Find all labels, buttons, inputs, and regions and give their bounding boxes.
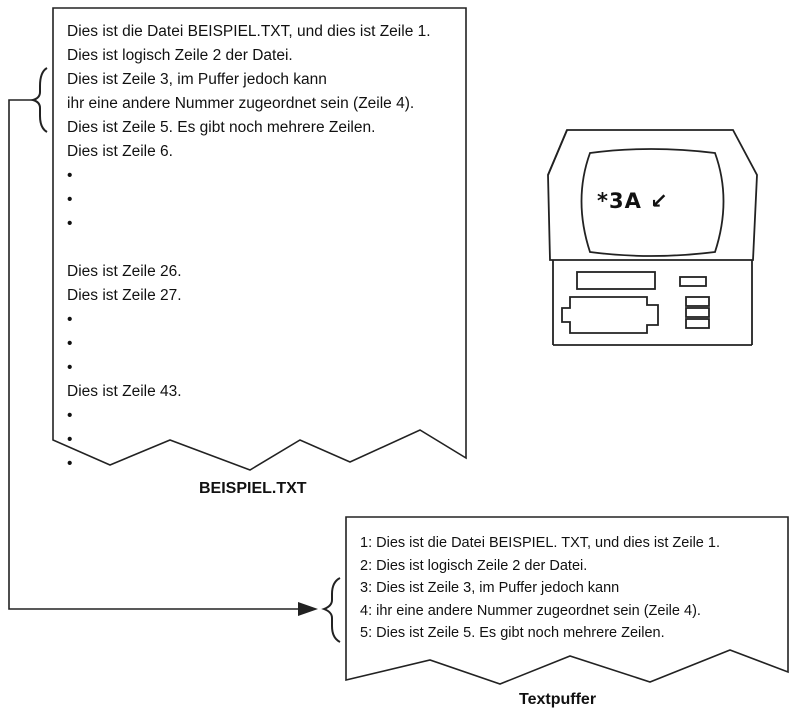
- buffer-brace: [321, 577, 341, 643]
- buffer-text-line: 4: ihr eine andere Nummer zugeordnet sei…: [360, 602, 701, 619]
- file-text-line: Dies ist Zeile 3, im Puffer jedoch kann: [67, 71, 327, 88]
- buffer-page-outline: [345, 516, 789, 685]
- terminal-screen-text: *3A ↙: [597, 189, 669, 213]
- file-text-line: Dies ist Zeile 27.: [67, 287, 182, 304]
- connector-line: [8, 99, 300, 610]
- file-text-line: Dies ist Zeile 43.: [67, 383, 182, 400]
- file-text-line: •: [67, 167, 73, 184]
- file-text-line: •: [67, 407, 73, 424]
- file-page-outline: [52, 7, 467, 471]
- file-text-line: •: [67, 191, 73, 208]
- file-text-line: •: [67, 455, 73, 472]
- buffer-caption: Textpuffer: [519, 691, 597, 708]
- buffer-text-line: 3: Dies ist Zeile 3, im Puffer jedoch ka…: [360, 580, 620, 597]
- terminal-icon: [547, 129, 758, 346]
- file-text-block: Dies ist die Datei BEISPIEL.TXT, und die…: [67, 21, 431, 477]
- connector-arrowhead: [298, 602, 318, 616]
- file-brace: [29, 67, 48, 133]
- file-text-line: •: [67, 335, 73, 352]
- buffer-text-block: 1: Dies ist die Datei BEISPIEL. TXT, und…: [360, 532, 720, 645]
- file-text-line: •: [67, 431, 73, 448]
- file-caption: BEISPIEL.TXT: [199, 480, 307, 497]
- file-text-line: Dies ist die Datei BEISPIEL.TXT, und die…: [67, 23, 431, 40]
- file-text-line: ihr eine andere Nummer zugeordnet sein (…: [67, 95, 415, 112]
- file-text-line: Dies ist logisch Zeile 2 der Datei.: [67, 47, 293, 64]
- file-text-line: Dies ist Zeile 5. Es gibt noch mehrere Z…: [67, 119, 376, 136]
- file-text-line: Dies ist Zeile 26.: [67, 263, 182, 280]
- cursor-arrow-icon: ↙: [641, 189, 669, 213]
- file-text-line: •: [67, 215, 73, 232]
- file-text-line: Dies ist Zeile 6.: [67, 143, 173, 160]
- buffer-text-line: 2: Dies ist logisch Zeile 2 der Datei.: [360, 557, 588, 574]
- buffer-text-line: 1: Dies ist die Datei BEISPIEL. TXT, und…: [360, 535, 720, 551]
- buffer-text-line: 5: Dies ist Zeile 5. Es gibt noch mehrer…: [360, 625, 665, 642]
- file-text-line: •: [67, 311, 73, 328]
- file-text-line: •: [67, 359, 73, 376]
- file-text-line: [67, 237, 431, 261]
